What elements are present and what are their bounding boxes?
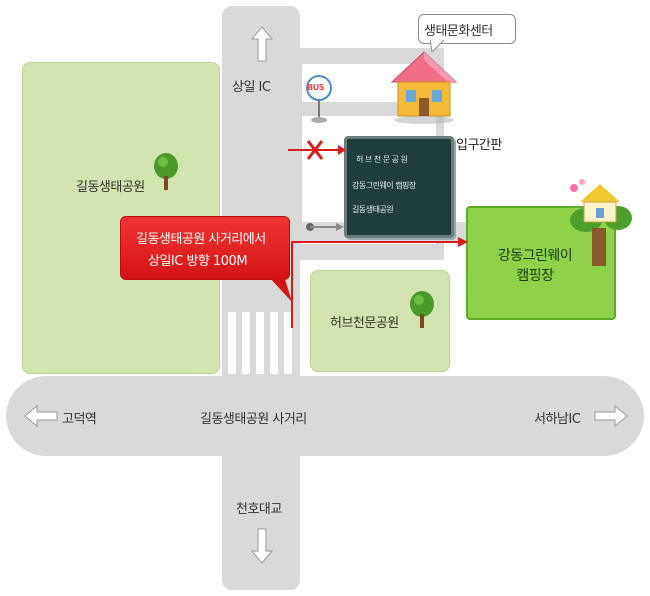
crosswalk: [228, 312, 296, 374]
sign-pointer-icon: [306, 223, 344, 231]
herb-astronomy-park-label: 허브천문공원: [330, 316, 399, 331]
bus-stop-icon: [306, 75, 332, 123]
direction-callout-tail: [268, 276, 292, 302]
entrance-sign-label: 입구간판: [456, 138, 502, 153]
direction-callout-line2: 상일IC 방향 100M: [148, 254, 248, 269]
tree-icon: [410, 291, 434, 328]
cheonho-bridge-label: 천호대교: [236, 502, 282, 517]
sign-board-line: 강동그린웨이 캠핑장: [352, 181, 416, 190]
arrow-left-icon: [24, 405, 58, 427]
arrow-up-icon: [251, 26, 273, 62]
direction-callout-line1: 길동생태공원 사거리에서: [136, 232, 266, 247]
cultural-center-label: 생태문화센터: [424, 24, 493, 39]
blocked-route-icon: [288, 140, 346, 160]
herb-astronomy-park-area: [310, 270, 450, 372]
camping-site-label: 강동그린웨이 캠핑장: [497, 248, 573, 284]
callout-tail: [430, 40, 444, 52]
road-vertical-south: [222, 440, 300, 590]
cultural-center-callout: [418, 14, 516, 44]
seohanam-ic-label: 서하남IC: [534, 412, 581, 427]
arrow-down-icon: [251, 528, 273, 564]
road-main-horizontal: [6, 376, 644, 456]
treehouse-icon: [570, 179, 632, 266]
direction-callout: [120, 216, 290, 280]
sangil-ic-label: 상일 IC: [232, 80, 271, 95]
sign-board-line: 허 브 천 문 공 원: [356, 155, 408, 164]
route-arrow: [291, 237, 468, 328]
gildong-eco-park-label: 길동생태공원: [76, 180, 145, 195]
bus-stop-label: BUS: [307, 83, 324, 92]
sign-board-line: 길동생태공원: [352, 205, 394, 214]
godeok-station-label: 고덕역: [62, 412, 97, 427]
entrance-sign-board: [344, 136, 454, 238]
arrow-right-icon: [594, 405, 628, 427]
cultural-center-house-icon: [390, 51, 458, 124]
intersection-label: 길동생태공원 사거리: [200, 412, 307, 427]
tree-icon: [154, 153, 178, 190]
